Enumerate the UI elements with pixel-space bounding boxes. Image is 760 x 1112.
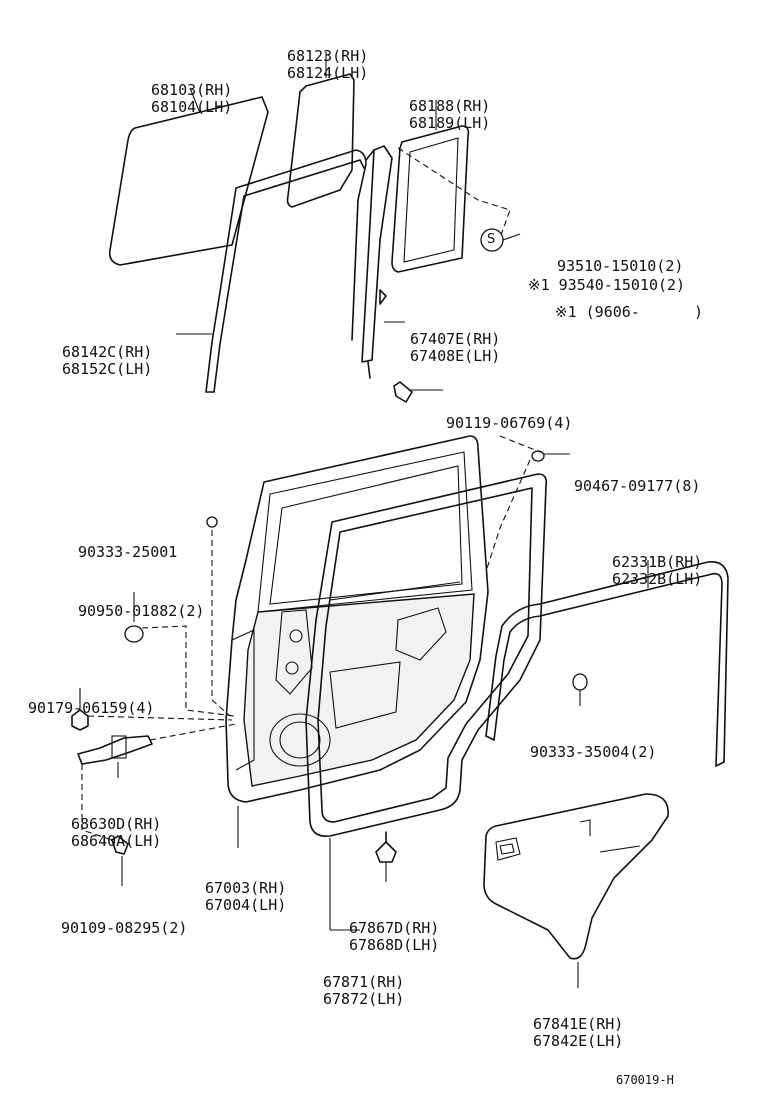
grommet-90950 (124, 592, 235, 717)
quarter-frame (391, 100, 511, 273)
clip-67867 (375, 831, 397, 882)
callout-nut-90179: 90179-06159(4) (28, 699, 155, 717)
callout-outer-run: 62331B(RH)62332B(LH) (612, 553, 703, 588)
callout-quarter-glass: 68123(RH)68124(LH) (287, 47, 369, 82)
s-symbol-label: S (487, 232, 496, 247)
callout-plug-90333-25001: 90333-25001 (78, 543, 178, 561)
door-glass (108, 87, 269, 266)
glass-run (176, 149, 367, 393)
plug-90333-35004 (572, 673, 588, 706)
drawing-code: 670019-H (616, 1073, 674, 1087)
callout-note-9606: ※1 (9606- ) (555, 303, 704, 321)
plug-90333-25001 (206, 516, 231, 717)
callout-bolt-90109: 90109-08295(2) (61, 919, 188, 937)
callout-clip-67867: 67867D(RH)67868D(LH) (349, 919, 440, 954)
nut-90179 (71, 688, 233, 731)
door-weatherstrip (305, 473, 548, 931)
callout-door-glass: 68103(RH)68104(LH) (151, 81, 233, 116)
callout-clip-90467: 90467-09177(8) (574, 477, 701, 495)
clip-90467 (479, 435, 570, 591)
outer-run (485, 560, 729, 767)
callout-plug-90333-35004: 90333-35004(2) (530, 743, 657, 761)
s-symbol (480, 228, 521, 252)
door-panel (225, 435, 489, 848)
callout-door-weatherstrip: 67871(RH)67872(LH) (323, 973, 405, 1008)
callout-93540: ※1 93540-15010(2) (528, 276, 686, 294)
callout-quarter-frame: 68188(RH)68189(LH) (409, 97, 491, 132)
bolt-90119 (393, 381, 443, 403)
callout-bolt-90119: 90119-06769(4) (446, 414, 573, 432)
callout-door-panel: 67003(RH)67004(LH) (205, 879, 287, 914)
quarter-glass (286, 52, 355, 208)
callout-division-bar: 67407E(RH)67408E(LH) (410, 330, 501, 365)
callout-93510: 93510-15010(2) (557, 257, 684, 275)
callout-glass-run: 68142C(RH)68152C(LH) (62, 343, 153, 378)
service-cover (483, 793, 669, 988)
door-check (77, 723, 237, 841)
callout-service-cover: 67841E(RH)67842E(LH) (533, 1015, 624, 1050)
bolt-90109 (111, 835, 129, 886)
callout-grommet-90950: 90950-01882(2) (78, 602, 205, 620)
division-bar (361, 145, 405, 379)
callout-door-check: 68630D(RH)68640A(LH) (71, 815, 162, 850)
